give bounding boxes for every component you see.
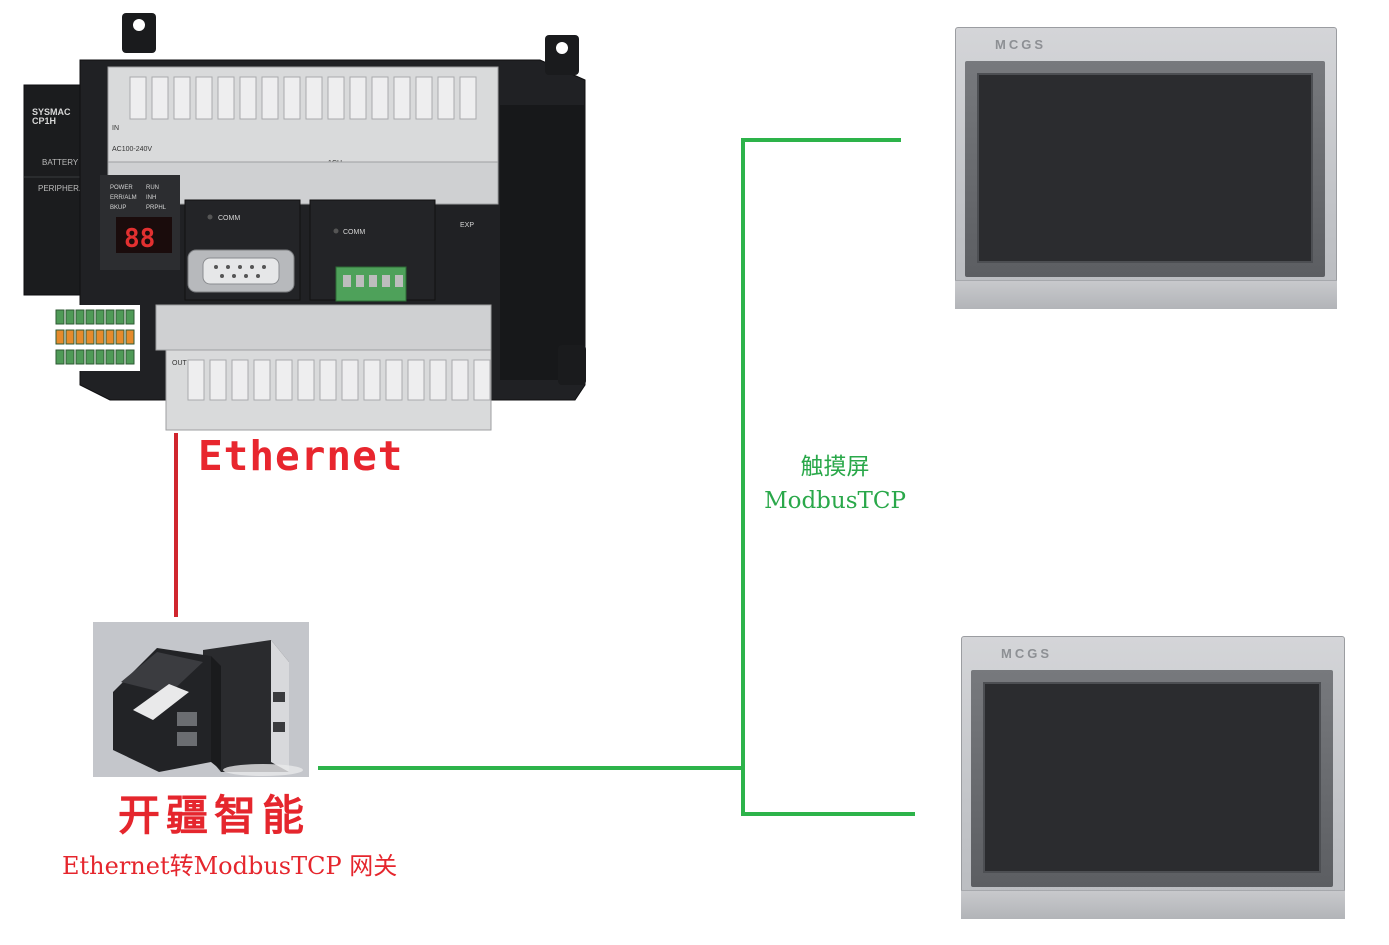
plc-prphl-label: PRPHL: [146, 205, 167, 211]
terminal-block: [115, 309, 125, 325]
terminal-block: [105, 309, 115, 325]
plc-battery-label: BATTERY: [42, 158, 79, 167]
terminal-screw: [385, 359, 403, 401]
terminal-block: [65, 329, 75, 345]
plc-voltage-label: AC100-240V: [112, 146, 152, 153]
terminal-screw: [473, 359, 491, 401]
terminal-screw: [319, 359, 337, 401]
touchscreen-label: 触摸屏: [800, 454, 870, 480]
terminal-screw: [429, 359, 447, 401]
plc-segment-display: 88: [124, 224, 155, 254]
gateway-description-label: Ethernet转ModbusTCP 网关: [62, 852, 398, 880]
plc-bkup-label: BKUP: [110, 205, 126, 211]
modbus-vertical-bus: [741, 138, 745, 816]
terminal-screw: [173, 76, 191, 120]
terminal-block: [75, 349, 85, 365]
plc-model-text: SYSMAC: [32, 107, 71, 117]
terminal-screw: [217, 76, 235, 120]
terminal-block: [55, 329, 65, 345]
terminal-screw: [129, 76, 147, 120]
ethernet-connection-line: [174, 433, 178, 617]
terminal-screw: [407, 359, 425, 401]
terminal-screw: [253, 359, 271, 401]
plc-comm-label-2: COMM: [343, 229, 365, 236]
terminal-block: [125, 349, 135, 365]
hmi-panel-bottom: MCGS: [961, 636, 1345, 919]
modbus-trunk-line: [318, 766, 743, 770]
terminal-block: [115, 349, 125, 365]
hmi-bottom-strip: [955, 280, 1337, 309]
gateway-device-photo: [93, 622, 309, 777]
terminal-screw: [261, 76, 279, 120]
terminal-screw: [349, 76, 367, 120]
plc-inh-label: INH: [146, 195, 156, 201]
plc-device: SYSMAC CP1H BATTERY PERIPHERAL IN AC100-…: [20, 13, 590, 435]
plc-power-label: POWER: [110, 185, 133, 191]
modbus-branch-top: [741, 138, 901, 142]
plc-comm-label-1: COMM: [218, 215, 240, 222]
terminal-block: [95, 349, 105, 365]
plc-in-label: IN: [112, 125, 119, 132]
hmi-screen: [983, 682, 1321, 873]
terminal-block: [115, 329, 125, 345]
terminal-block: [125, 309, 135, 325]
terminal-block: [75, 329, 85, 345]
modbustcp-label: ModbusTCP: [764, 488, 906, 514]
terminal-block: [55, 349, 65, 365]
terminal-block: [75, 309, 85, 325]
hmi-brand-label: MCGS: [1001, 646, 1052, 661]
hmi-screen: [977, 73, 1313, 263]
plc-model-sub: CP1H: [32, 116, 56, 126]
hmi-brand-label: MCGS: [995, 37, 1046, 52]
terminal-block: [85, 349, 95, 365]
terminal-screw: [297, 359, 315, 401]
brand-name-label: 开疆智能: [118, 791, 311, 840]
plc-err-label: ERR/ALM: [110, 195, 137, 201]
terminal-screw: [363, 359, 381, 401]
terminal-block: [85, 309, 95, 325]
terminal-screw: [209, 359, 227, 401]
terminal-screw: [239, 76, 257, 120]
terminal-block: [125, 329, 135, 345]
plc-out-label: OUT: [172, 360, 188, 367]
terminal-screw: [415, 76, 433, 120]
terminal-block: [95, 309, 105, 325]
terminal-screw: [151, 76, 169, 120]
terminal-block: [105, 349, 115, 365]
terminal-screw: [459, 76, 477, 120]
modbus-branch-bottom: [741, 812, 915, 816]
terminal-screw: [341, 359, 359, 401]
terminal-block: [105, 329, 115, 345]
terminal-screw: [437, 76, 455, 120]
plc-exp-label: EXP: [460, 222, 474, 229]
terminal-screw: [283, 76, 301, 120]
plc-peripheral-label: PERIPHERAL: [38, 184, 89, 193]
terminal-block: [65, 349, 75, 365]
terminal-screw: [195, 76, 213, 120]
terminal-screw: [451, 359, 469, 401]
terminal-block: [95, 329, 105, 345]
terminal-block: [85, 329, 95, 345]
terminal-block: [65, 309, 75, 325]
hmi-panel-top: MCGS: [955, 27, 1337, 309]
plc-run-label: RUN: [146, 185, 159, 191]
terminal-screw: [371, 76, 389, 120]
terminal-screw: [305, 76, 323, 120]
terminal-screw: [187, 359, 205, 401]
touchscreen-protocol-label: 触摸屏 ModbusTCP: [760, 450, 910, 518]
hmi-bottom-strip: [961, 890, 1345, 919]
terminal-block: [55, 309, 65, 325]
terminal-screw: [275, 359, 293, 401]
hmi-bezel: [971, 670, 1333, 887]
terminal-screw: [393, 76, 411, 120]
hmi-bezel: [965, 61, 1325, 277]
ethernet-label: Ethernet: [198, 432, 404, 480]
terminal-screw: [327, 76, 345, 120]
terminal-screw: [231, 359, 249, 401]
